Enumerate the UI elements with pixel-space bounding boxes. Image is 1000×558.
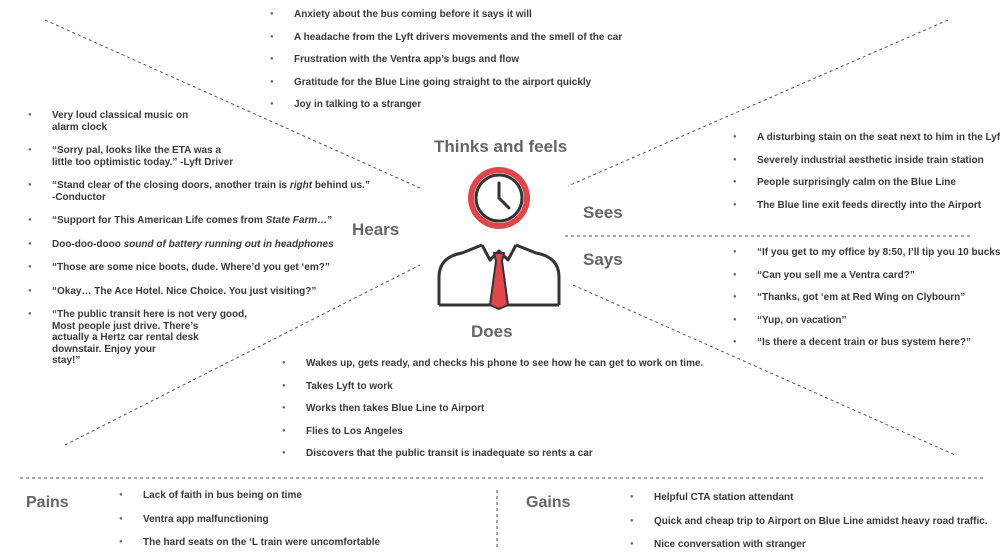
list-item: “Sorry pal, looks like the ETA was a lit…	[28, 145, 370, 168]
list-item: “Okay… The Ace Hotel. Nice Choice. You j…	[28, 286, 370, 298]
clock-head-icon	[468, 167, 530, 229]
list-item: Wakes up, gets ready, and checks his pho…	[282, 358, 703, 370]
says-list: “If you get to my office by 8:50, I’ll t…	[733, 247, 1000, 349]
list-item: “If you get to my office by 8:50, I’ll t…	[733, 247, 1000, 259]
list-item: “The public transit here is not very goo…	[28, 309, 370, 367]
list-item: “Stand clear of the closing doors, anoth…	[28, 180, 370, 203]
gains-heading: Gains	[526, 494, 571, 511]
list-item: Ventra app malfunctioning	[119, 514, 380, 526]
list-item: Works then takes Blue Line to Airport	[282, 403, 703, 415]
clock-head-person-icon	[437, 167, 561, 310]
gains-list: Helpful CTA station attendant Quick and …	[630, 492, 988, 551]
does-list: Wakes up, gets ready, and checks his pho…	[282, 358, 703, 460]
hears-list: Very loud classical music on alarm clock…	[28, 110, 370, 367]
list-item: Gratitude for the Blue Line going straig…	[270, 77, 622, 89]
list-item: Very loud classical music on alarm clock	[28, 110, 370, 133]
sees-heading: Sees	[583, 203, 623, 222]
list-item: Anxiety about the bus coming before it s…	[270, 9, 622, 21]
list-item: A disturbing stain on the seat next to h…	[733, 132, 1000, 144]
pains-heading: Pains	[26, 494, 69, 511]
list-item: Joy in talking to a stranger	[270, 99, 622, 111]
list-item: Helpful CTA station attendant	[630, 492, 988, 504]
list-item: “Those are some nice boots, dude. Where’…	[28, 262, 370, 274]
person-with-tie-icon	[437, 243, 561, 307]
list-item: “Support for This American Life comes fr…	[28, 215, 370, 227]
list-item: Doo-doo-dooo sound of battery running ou…	[28, 239, 370, 251]
list-item: The Blue line exit feeds directly into t…	[733, 200, 1000, 212]
list-item: A headache from the Lyft drivers movemen…	[270, 32, 622, 44]
list-item: “Is there a decent train or bus system h…	[733, 337, 1000, 349]
list-item: Nice conversation with stranger	[630, 539, 988, 551]
says-heading: Says	[583, 250, 623, 269]
tie-icon	[489, 252, 509, 310]
list-item: Severely industrial aesthetic inside tra…	[733, 155, 1000, 167]
list-item: The hard seats on the ‘L train were unco…	[119, 537, 380, 549]
thinks-list: Anxiety about the bus coming before it s…	[270, 9, 622, 111]
does-heading: Does	[471, 322, 513, 341]
pains-list: Lack of faith in bus being on time Ventr…	[119, 490, 380, 549]
list-item: People surprisingly calm on the Blue Lin…	[733, 177, 1000, 189]
list-item: Discovers that the public transit is ina…	[282, 448, 703, 460]
list-item: “Yup, on vacation”	[733, 315, 1000, 327]
list-item: “Thanks, got ‘em at Red Wing on Clybourn…	[733, 292, 1000, 304]
thinks-and-feels-heading: Thinks and feels	[434, 137, 568, 156]
list-item: Quick and cheap trip to Airport on Blue …	[630, 516, 988, 528]
list-item: Takes Lyft to work	[282, 381, 703, 393]
list-item: Frustration with the Ventra app’s bugs a…	[270, 54, 622, 66]
list-item: “Can you sell me a Ventra card?”	[733, 270, 1000, 282]
list-item: Lack of faith in bus being on time	[119, 490, 380, 502]
list-item: Flies to Los Angeles	[282, 426, 703, 438]
sees-list: A disturbing stain on the seat next to h…	[733, 132, 1000, 211]
